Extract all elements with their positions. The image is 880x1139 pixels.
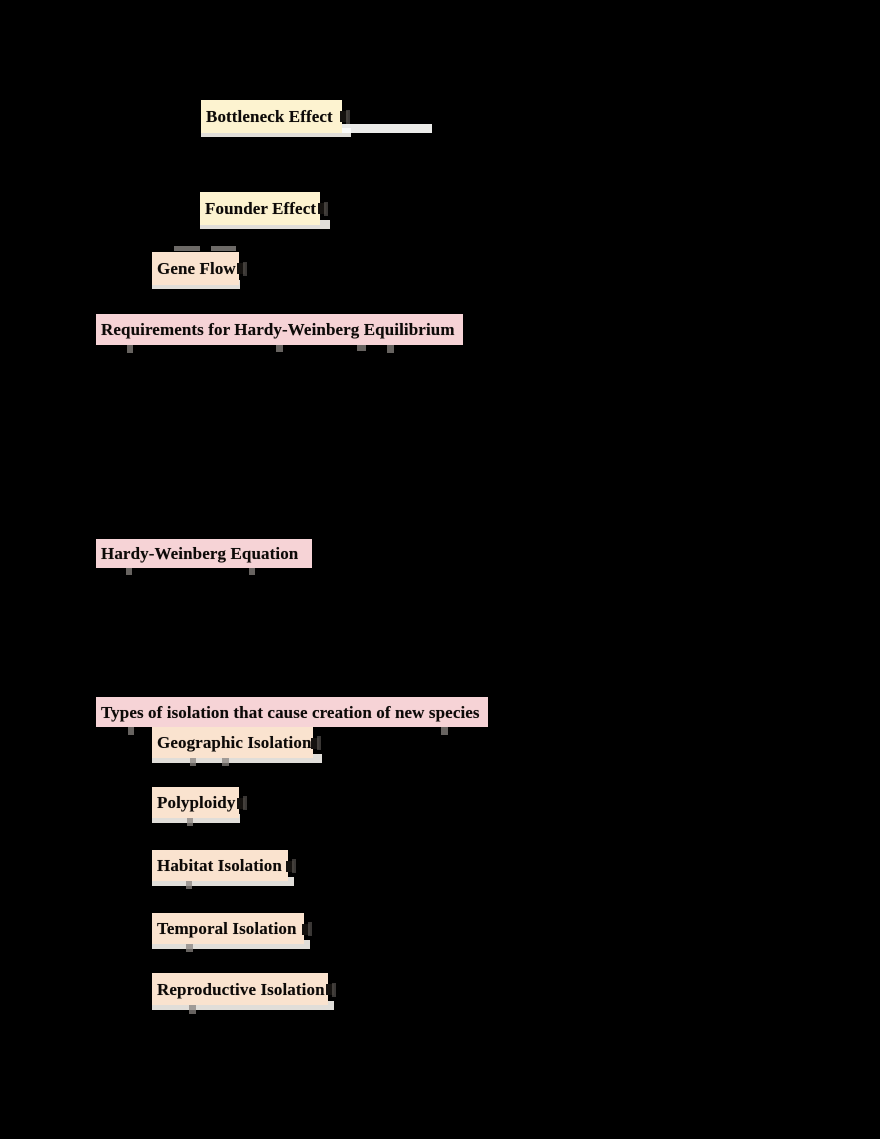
highlight-requirements-hardy-weinberg[interactable]: Requirements for Hardy-Weinberg Equilibr… [96,314,463,345]
pin-requirements-3 [387,345,394,353]
highlight-halo-geographic-isolation [152,754,322,763]
selection-marker-icon-temporal-isolation[interactable] [302,924,310,935]
highlight-hardy-weinberg-equation[interactable]: Hardy-Weinberg Equation [96,539,312,568]
highlight-label: Hardy-Weinberg Equation [101,544,299,563]
selection-marker-shadow-founder-effect [324,202,328,216]
selection-marker-icon-reproductive-isolation[interactable] [326,984,334,995]
pin-subitem-5 [189,1005,196,1014]
highlight-temporal-isolation[interactable]: Temporal Isolation [152,913,304,944]
pin-equation-0 [126,568,132,575]
highlight-types-of-isolation[interactable]: Types of isolation that cause creation o… [96,697,488,727]
speck-gene-flow-0 [174,246,200,251]
pin-equation-1 [249,568,255,575]
highlight-halo-polyploidy [152,814,240,823]
pin-types-0 [128,727,134,735]
highlight-geographic-isolation[interactable]: Geographic Isolation [152,727,313,758]
highlight-trail-bottleneck-effect [340,124,432,133]
selection-marker-shadow-bottleneck-effect [346,110,350,124]
highlight-label: Types of isolation that cause creation o… [101,702,480,722]
selection-marker-shadow-gene-flow [243,262,247,276]
selection-marker-icon-bottleneck-effect[interactable] [340,111,348,122]
highlight-label: Bottleneck Effect [206,107,333,126]
pin-types-1 [441,727,448,735]
highlight-halo-reproductive-isolation [152,1001,334,1010]
selection-marker-icon-gene-flow[interactable] [237,263,245,274]
pin-subitem-0 [190,758,196,766]
highlight-gene-flow[interactable]: Gene Flow [152,252,239,285]
selection-marker-shadow-polyploidy [243,796,247,810]
selection-marker-shadow-habitat-isolation [292,859,296,873]
pin-requirements-2 [357,345,366,351]
highlight-label: Polyploidy [157,793,236,812]
selection-marker-icon-habitat-isolation[interactable] [286,861,294,872]
pin-requirements-0 [127,345,133,353]
highlight-label: Temporal Isolation [157,919,297,938]
highlight-habitat-isolation[interactable]: Habitat Isolation [152,850,288,881]
selection-marker-shadow-reproductive-isolation [332,983,336,997]
selection-marker-icon-founder-effect[interactable] [318,203,326,214]
highlight-label: Habitat Isolation [157,856,282,875]
pin-subitem-2 [187,818,193,826]
highlight-bottleneck-effect[interactable]: Bottleneck Effect [201,100,342,133]
highlight-label: Geographic Isolation [157,733,312,752]
speck-gene-flow-1 [211,246,236,251]
selection-marker-shadow-temporal-isolation [308,922,312,936]
highlight-label: Gene Flow [157,259,236,278]
pin-subitem-4 [186,944,193,952]
highlight-halo-habitat-isolation [152,877,294,886]
selection-marker-icon-geographic-isolation[interactable] [311,738,319,749]
pin-subitem-1 [222,758,229,766]
highlight-label: Requirements for Hardy-Weinberg Equilibr… [101,320,455,339]
pin-subitem-3 [186,881,192,889]
highlight-polyploidy[interactable]: Polyploidy [152,787,239,818]
highlight-reproductive-isolation[interactable]: Reproductive Isolation [152,973,328,1005]
selection-marker-icon-polyploidy[interactable] [237,798,245,809]
highlight-label: Founder Effect [205,199,317,218]
highlight-founder-effect[interactable]: Founder Effect [200,192,320,225]
pin-requirements-1 [276,345,283,352]
highlight-halo-temporal-isolation [152,940,310,949]
highlight-label: Reproductive Isolation [157,979,325,999]
selection-marker-shadow-geographic-isolation [317,736,321,750]
